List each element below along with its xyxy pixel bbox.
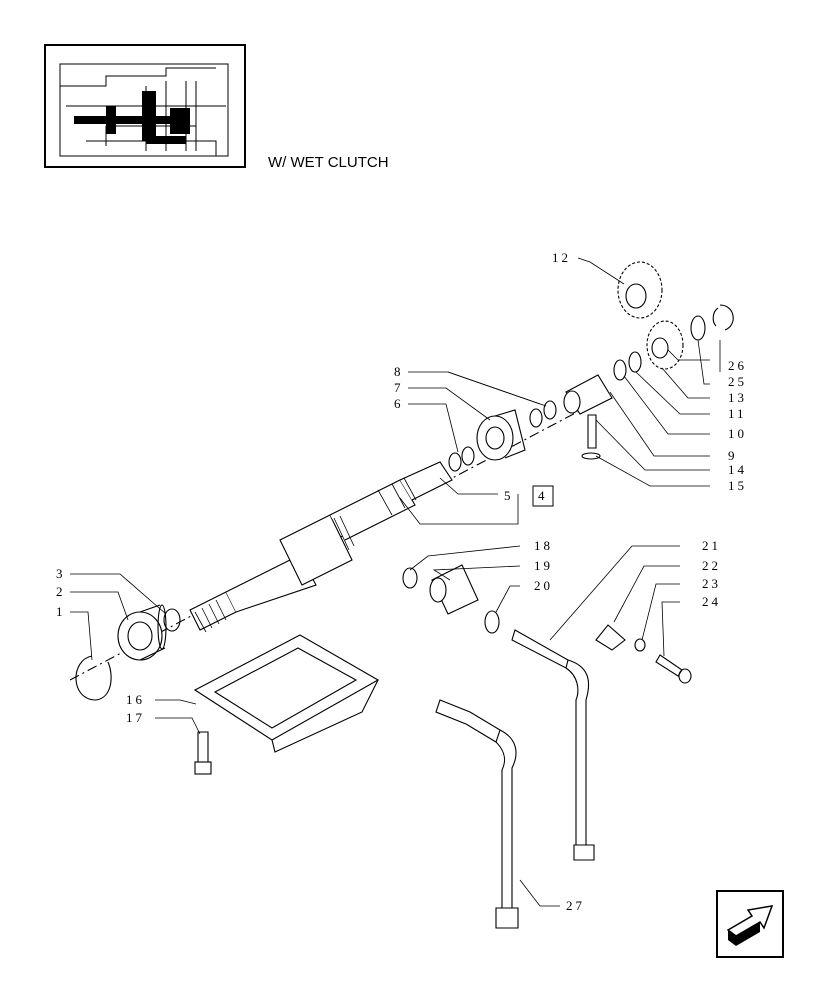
ring-3 — [163, 608, 181, 632]
main-shaft — [189, 461, 453, 633]
circlip-1 — [75, 655, 112, 701]
label-7: 7 — [394, 380, 404, 395]
label-17: 17 — [126, 710, 145, 725]
bearing-7 — [476, 409, 526, 461]
label-4-box — [532, 485, 554, 507]
location-thumbnail — [44, 44, 246, 168]
label-11: 11 — [728, 406, 747, 421]
label-15: 15 — [728, 478, 747, 493]
label-27: 27 — [566, 898, 585, 913]
pipe-21 — [511, 629, 595, 861]
label-9: 9 — [728, 448, 738, 463]
label-25: 25 — [728, 374, 747, 389]
label-26: 26 — [728, 358, 747, 373]
label-3: 3 — [56, 566, 66, 581]
label-19: 19 — [534, 558, 553, 573]
label-2: 2 — [56, 584, 66, 599]
bearing-2 — [117, 604, 167, 661]
label-20: 20 — [534, 578, 553, 593]
label-16: 16 — [126, 692, 145, 707]
label-14: 14 — [728, 462, 747, 477]
label-10: 10 — [728, 426, 747, 441]
label-18: 18 — [534, 538, 553, 553]
label-6: 6 — [394, 396, 404, 411]
label-4: 4 — [538, 488, 548, 503]
label-21: 21 — [702, 538, 721, 553]
cover-16 — [193, 634, 380, 753]
gear-13 — [646, 320, 684, 370]
label-8: 8 — [394, 364, 404, 379]
label-24: 24 — [702, 594, 721, 609]
label-23: 23 — [702, 576, 721, 591]
label-13: 13 — [728, 390, 747, 405]
previous-page-button[interactable] — [716, 890, 784, 958]
previous-page-arrow-icon — [726, 905, 774, 946]
gear-12 — [617, 261, 663, 319]
transmission-thumbnail-icon — [59, 63, 229, 157]
diagram-caption: W/ WET CLUTCH — [268, 154, 389, 171]
label-5: 5 — [504, 488, 514, 503]
label-12: 12 — [552, 250, 571, 265]
sleeve-9 — [563, 374, 613, 415]
label-1: 1 — [56, 604, 66, 619]
pipe-27 — [435, 699, 519, 929]
label-22: 22 — [702, 558, 721, 573]
